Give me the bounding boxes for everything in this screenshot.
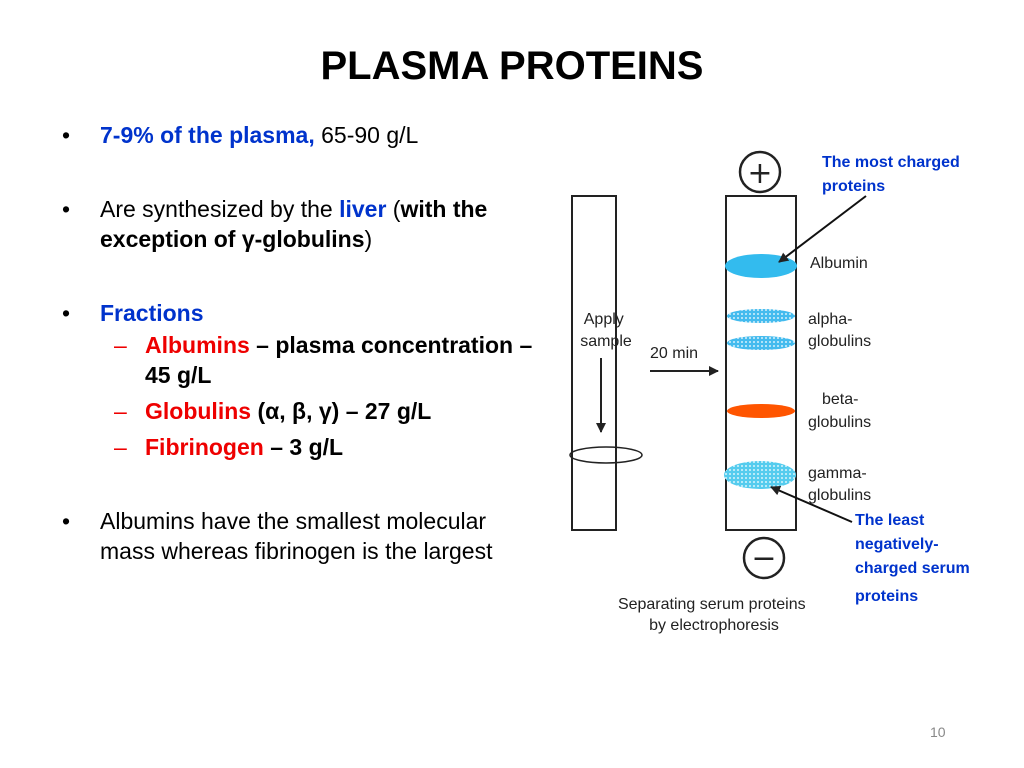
fibrinogen-name: Fibrinogen bbox=[145, 434, 264, 460]
bullet-fractions: • Fractions bbox=[62, 298, 542, 328]
bullet-dot: • bbox=[62, 300, 71, 326]
albumins-detail: – plasma concentration – 45 g/L bbox=[145, 332, 533, 388]
page-number: 10 bbox=[930, 724, 946, 740]
albumins-name: Albumins bbox=[145, 332, 250, 358]
sample-tube bbox=[571, 195, 617, 531]
separation-tube bbox=[725, 195, 797, 531]
bullet-list: • 7-9% of the plasma, 65-90 g/L • Are sy… bbox=[62, 120, 542, 566]
sub-globulins: – Globulins (α, β, γ) – 27 g/L bbox=[62, 396, 542, 426]
svg-text:−: − bbox=[751, 541, 776, 576]
bullet-molecular-mass: • Albumins have the smallest molecular m… bbox=[62, 506, 542, 566]
fibrinogen-detail: – 3 g/L bbox=[263, 434, 344, 460]
svg-text:+: + bbox=[747, 156, 772, 191]
least-charged-note: The least negatively- charged serum prot… bbox=[855, 512, 970, 605]
most-charged-arrow bbox=[778, 195, 867, 263]
bullet-dot: • bbox=[62, 196, 71, 222]
beta-band bbox=[727, 404, 795, 418]
gamma-exception: with the exception of γ-globulins bbox=[100, 196, 488, 252]
plasma-percent: 7-9% of the plasma, bbox=[100, 122, 315, 148]
alpha-label: alpha- globulins bbox=[808, 311, 871, 350]
sample-ring bbox=[569, 446, 643, 464]
diagram-caption: Separating serum proteins by electrophor… bbox=[618, 596, 810, 634]
albumin-label: Albumin bbox=[810, 255, 868, 272]
least-charged-arrow bbox=[770, 485, 853, 523]
bullet-plasma-fraction: • 7-9% of the plasma, 65-90 g/L bbox=[62, 120, 542, 150]
most-charged-note: The most charged proteins bbox=[822, 154, 960, 195]
globulins-detail: (α, β, γ) – 27 g/L bbox=[251, 398, 432, 424]
gamma-label: gamma- globulins bbox=[808, 465, 871, 504]
bullet-dot: • bbox=[62, 508, 71, 534]
synthesis-text: Are synthesized by the bbox=[100, 196, 340, 222]
slide-title: PLASMA PROTEINS bbox=[320, 44, 704, 88]
paren-close: ) bbox=[364, 226, 373, 252]
time-label: 20 min bbox=[650, 345, 698, 362]
plasma-concentration: 65-90 g/L bbox=[314, 122, 419, 148]
sub-dash: – bbox=[114, 398, 127, 424]
paren-open: ( bbox=[386, 196, 401, 222]
molecular-mass-text: Albumins have the smallest molecular mas… bbox=[100, 508, 493, 564]
sub-fibrinogen: – Fibrinogen – 3 g/L bbox=[62, 432, 542, 462]
globulins-name: Globulins bbox=[145, 398, 252, 424]
bullet-synthesis: • Are synthesized by the liver (with the… bbox=[62, 194, 542, 254]
plus-icon bbox=[738, 150, 782, 194]
sub-dash: – bbox=[114, 434, 127, 460]
apply-sample-label: Apply sample bbox=[580, 311, 632, 350]
beta-label: beta- globulins bbox=[808, 391, 871, 431]
minus-icon bbox=[742, 536, 786, 580]
fractions-label: Fractions bbox=[100, 300, 204, 326]
bullet-dot: • bbox=[62, 122, 71, 148]
sub-albumins: – Albumins – plasma concentration – 45 g… bbox=[62, 330, 542, 390]
sub-dash: – bbox=[114, 332, 127, 358]
liver-word: liver bbox=[339, 196, 387, 222]
